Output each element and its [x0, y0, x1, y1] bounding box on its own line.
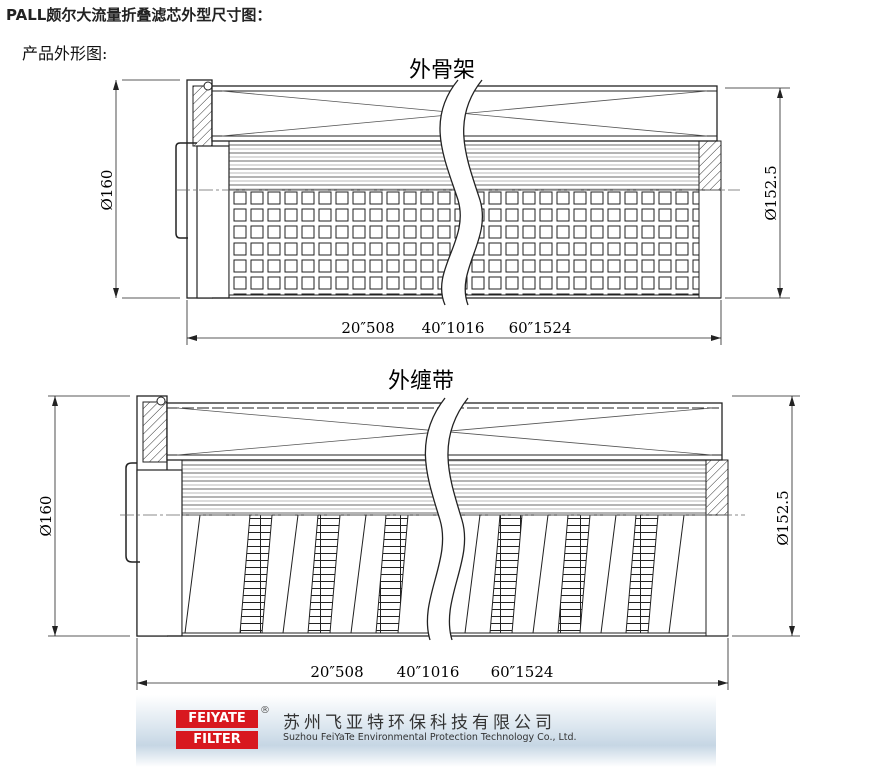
- bottom-inner-core: [136, 469, 183, 637]
- bottom-break-line-right: [447, 397, 469, 641]
- bottom-right-seal: [705, 459, 729, 516]
- company-name-cn: 苏州飞亚特环保科技有限公司: [283, 713, 556, 733]
- bottom-diagram: 外缠带 Ø160 Ø152.5 20″508 40″1016 60″1524: [37, 369, 800, 690]
- top-oring: [203, 81, 213, 91]
- company-banner: FEIYATE FILTER ® 苏州飞亚特环保科技有限公司 Suzhou Fe…: [136, 695, 716, 767]
- top-right-seal: [698, 140, 722, 192]
- bottom-length-label-2: 40″1016: [397, 663, 460, 681]
- bottom-break-line-left: [424, 397, 446, 641]
- top-left-seal: [192, 85, 213, 147]
- top-break-line-right: [463, 79, 484, 306]
- top-right-endcap: [698, 189, 722, 299]
- logo-feiyate: FEIYATE: [176, 710, 258, 728]
- bottom-dim-left-label: Ø160: [37, 496, 55, 537]
- bottom-handle: [125, 462, 140, 563]
- top-diagram: 外骨架 Ø160 Ø152.5 20″508 40″1016 60″1524: [98, 58, 790, 345]
- top-title: 外骨架: [409, 58, 475, 83]
- page-subheading: 产品外形图:: [22, 44, 108, 63]
- bottom-right-endcap: [705, 514, 729, 637]
- top-dim-right-label: Ø152.5: [762, 165, 780, 220]
- bottom-title: 外缠带: [388, 369, 454, 394]
- bottom-length-label-3: 60″1524: [491, 663, 554, 681]
- bottom-spiral-bands: [184, 514, 685, 634]
- company-name-en: Suzhou FeiYaTe Environmental Protection …: [283, 732, 577, 743]
- registered-mark: ®: [260, 705, 270, 716]
- bottom-length-label-1: 20″508: [310, 663, 363, 681]
- bottom-oring: [156, 396, 166, 406]
- bottom-dim-right-label: Ø152.5: [774, 490, 792, 545]
- top-length-label-3: 60″1524: [509, 319, 572, 337]
- top-dim-left-label: Ø160: [98, 170, 116, 211]
- page-heading: PALL颇尔大流量折叠滤芯外型尺寸图：: [6, 6, 272, 24]
- top-length-label-2: 40″1016: [422, 319, 485, 337]
- bottom-left-seal: [142, 401, 168, 463]
- top-length-label-1: 20″508: [341, 319, 394, 337]
- top-inner-core: [196, 145, 230, 299]
- top-break-line-left: [439, 79, 461, 306]
- logo-filter: FILTER: [176, 731, 258, 749]
- technical-drawing: 外骨架 Ø160 Ø152.5 20″508 40″1016 60″1524: [37, 58, 800, 690]
